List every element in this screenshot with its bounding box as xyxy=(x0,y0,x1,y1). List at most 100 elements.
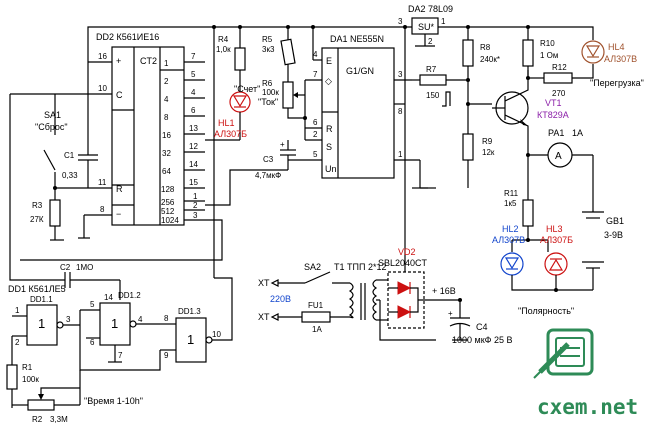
sa1-label: SA1 xyxy=(44,110,61,120)
dd2-minus-label: − xyxy=(116,209,121,219)
da1-pin-number: 2 xyxy=(313,130,318,139)
t1-label: T1 ТПП 2*12 xyxy=(334,262,386,272)
resistor-r7: R7 150 xyxy=(412,65,492,107)
chip-dd1: DD1 К561ЛЕ5 1 DD1.1 1 2 3 1 DD1.2 5 6 14… xyxy=(8,277,233,371)
resistor-r5: R5 3к3 xyxy=(262,35,296,82)
dd1-pin-number: 1 xyxy=(15,306,20,315)
r5-label: R5 xyxy=(262,35,273,44)
gb1-value: 3-9В xyxy=(604,230,623,240)
dd1-3-label: DD1.3 xyxy=(178,307,201,316)
resistor-r4: R4 1,0к xyxy=(216,35,246,92)
dd2-title: DD2 К561ИЕ16 xyxy=(96,32,159,42)
r2-label: R2 xyxy=(32,415,43,424)
c1-label: C1 xyxy=(64,151,75,160)
svg-text:+: + xyxy=(448,309,453,318)
dd2-weight: 1024 xyxy=(161,216,179,225)
dd1-pin-number: 5 xyxy=(90,300,95,309)
dd1-1-symbol: 1 xyxy=(38,316,45,331)
vd2-type: SBL2040CT xyxy=(378,258,428,268)
r2-value: 3,3М xyxy=(50,415,68,424)
ammeter-pa1: A PA1 1А xyxy=(526,128,594,212)
c3-value: 4,7мкФ xyxy=(255,171,281,180)
potentiometer-r6: R6 100к "Ток" xyxy=(258,79,322,140)
r4-value: 1,0к xyxy=(216,45,231,54)
dd2-weight: 1 xyxy=(164,59,169,68)
r1-label: R1 xyxy=(22,363,33,372)
dd2-pin-number: 16 xyxy=(98,52,107,61)
dd2-pin-number: 5 xyxy=(191,70,196,79)
led-hl3: HL3 АЛ307Б "Полярность" xyxy=(511,224,593,316)
ground-symbols xyxy=(50,187,436,241)
potentiometer-r2: R2 3,3М "Время 1-10h" xyxy=(12,370,143,424)
gb1-label: GB1 xyxy=(606,216,624,226)
sa2-label: SA2 xyxy=(304,262,321,272)
dd1-3-symbol: 1 xyxy=(187,332,194,347)
battery-gb1: GB1 3-9В xyxy=(582,211,624,290)
screwdriver-icon xyxy=(533,328,594,379)
supply-voltage: + 16В xyxy=(432,286,456,296)
dd2-weight: 64 xyxy=(162,167,171,176)
da2-pin-number: 2 xyxy=(428,37,433,46)
resistor-r12: R12 270 xyxy=(528,63,594,98)
resistor-r9: R9 12к xyxy=(462,102,495,188)
da1-inner-label: G1/GN xyxy=(346,66,374,76)
r8-label: R8 xyxy=(480,43,491,52)
da1-pin-number: 3 xyxy=(398,70,403,79)
capacitor-c1: C1 0,33 xyxy=(62,62,98,188)
fu1-label: FU1 xyxy=(308,301,324,310)
dd2-pin-number: 3 xyxy=(193,211,198,220)
r8-value: 240к* xyxy=(480,55,500,64)
dd1-pin-number: 9 xyxy=(164,351,169,360)
da2-pin-number: 1 xyxy=(441,17,446,26)
dd1-pin-number: 2 xyxy=(15,338,20,347)
dd2-pin-number: 13 xyxy=(189,124,198,133)
xt-label-bottom: XT xyxy=(258,312,270,322)
r10-label: R10 xyxy=(540,39,555,48)
dd1-pin-number: 10 xyxy=(212,330,221,339)
c4-value: 1000 мкФ 25 В xyxy=(452,335,513,345)
r9-label: R9 xyxy=(482,137,493,146)
r4-label: R4 xyxy=(218,35,229,44)
dd1-pin-number: 6 xyxy=(90,338,95,347)
hl2-label: HL2 xyxy=(502,224,519,234)
r1-value: 100к xyxy=(22,375,39,384)
dd2-weight: 512 xyxy=(161,207,175,216)
xt-label-top: XT xyxy=(258,278,270,288)
c3-label: C3 xyxy=(263,155,274,164)
c2-label: C2 xyxy=(60,263,71,272)
r9-value: 12к xyxy=(482,148,495,157)
r6-value: 100к xyxy=(262,88,279,97)
vd2-label: VD2 xyxy=(398,247,416,257)
hl4-label: HL4 xyxy=(608,42,625,52)
hl2-type: АЛ307В xyxy=(492,235,525,245)
dd2-weight: 16 xyxy=(162,131,171,140)
dd1-2-label: DD1.2 xyxy=(118,291,141,300)
dd2-c-label: C xyxy=(116,90,123,100)
da1-pin-number: 7 xyxy=(313,70,318,79)
da1-s-label: S xyxy=(326,142,332,152)
c2-value: 1МО xyxy=(76,263,93,272)
r6-caption: "Ток" xyxy=(258,97,278,107)
da2-inner-label: SU* xyxy=(418,22,435,32)
dd2-pin-number: 7 xyxy=(191,52,196,61)
capacitor-c2: C2 1МО xyxy=(16,263,121,300)
dd2-pin-number: 14 xyxy=(189,160,198,169)
r12-value: 270 xyxy=(552,89,566,98)
r12-label: R12 xyxy=(552,63,567,72)
r3-value: 27К xyxy=(30,215,44,224)
pa1-symbol: A xyxy=(555,151,562,162)
hl3-label: HL3 xyxy=(546,224,563,234)
dd2-weight: 128 xyxy=(161,185,175,194)
da1-pin-number: 6 xyxy=(313,118,318,127)
da1-r-label: R xyxy=(326,124,333,134)
r11-label: R11 xyxy=(504,189,519,198)
da1-title: DA1 NE555N xyxy=(330,34,384,44)
regulator-da2: SU* DA2 78L09 3 1 2 xyxy=(398,4,453,272)
chip-dd2: DD2 К561ИЕ16 CT2 + C R − 1 2 4 8 16 32 6… xyxy=(84,32,205,226)
dd2-weight: 4 xyxy=(164,95,169,104)
r2-caption: "Время 1-10h" xyxy=(84,396,143,406)
r5-value: 3к3 xyxy=(262,45,275,54)
switch-sa1: SA1 "Сброс" xyxy=(10,93,90,190)
hl1-caption: "Счет" xyxy=(234,84,260,94)
